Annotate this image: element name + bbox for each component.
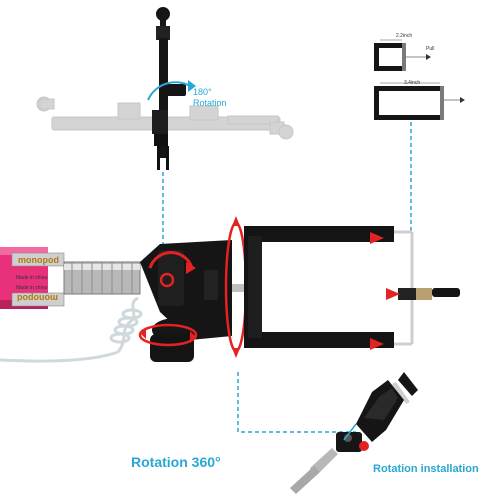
rotation-installation-label: Rotation installation — [373, 463, 479, 475]
clip-large-size-label: 3.4inch — [404, 80, 421, 86]
pole-brand-bottom: monopod — [17, 293, 58, 303]
chrome-extension — [63, 261, 141, 295]
phone-clamp — [224, 216, 460, 358]
clip-size-diagram-small — [374, 39, 431, 71]
coiled-cable — [0, 296, 143, 363]
bottom-monopod-installed — [290, 372, 418, 494]
top-monopod-vertical — [147, 7, 196, 170]
clip-size-diagram-large — [374, 82, 465, 120]
pole-made-in-bottom: Made in china — [16, 285, 47, 291]
rotation-180-word: Rotation — [193, 98, 227, 108]
rotation-360-label: Rotation 360° — [131, 454, 221, 470]
monopod-stick: monopod monopod Made in china Made in ch… — [0, 247, 65, 309]
clip-small-size-label: 2.2inch — [396, 33, 413, 39]
rotation-180-label: 180° Rotation — [193, 87, 227, 109]
pull-label: Pull — [426, 46, 435, 52]
swivel-head — [138, 240, 232, 362]
dashed-connectors — [162, 122, 412, 433]
pole-brand-top: monopod — [18, 255, 59, 265]
rotation-180-degree: 180° — [193, 87, 212, 97]
pole-made-in-top: Made in china — [16, 275, 47, 281]
